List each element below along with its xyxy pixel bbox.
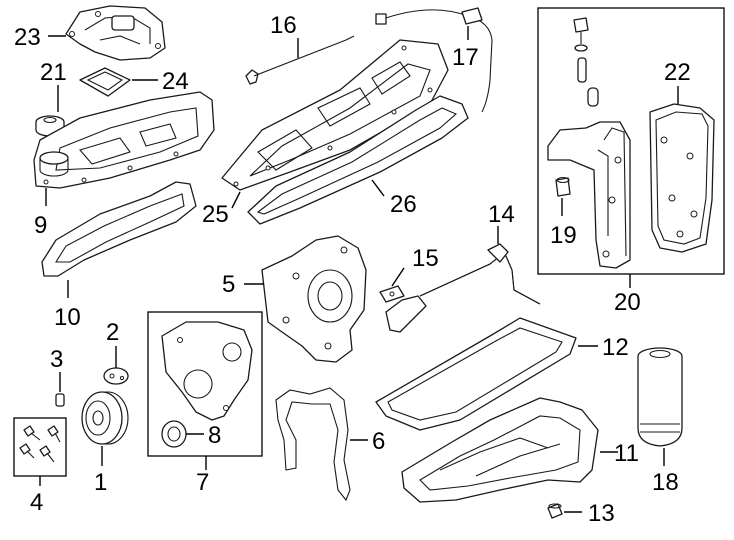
callout-18: 18	[652, 469, 679, 496]
callout-11: 11	[614, 440, 639, 467]
front-cover-gasket	[275, 387, 351, 502]
valve-cover-gasket	[41, 181, 197, 277]
crankshaft-pulley	[81, 391, 129, 445]
callout-15: 15	[412, 245, 439, 272]
callout-7: 7	[196, 469, 209, 496]
crankshaft-seal	[161, 420, 187, 448]
callout-14: 14	[488, 201, 515, 228]
oil-pickup-tube	[385, 243, 541, 333]
callout-8: 8	[208, 422, 221, 449]
callout-25: 25	[202, 201, 229, 228]
callout-21: 21	[40, 59, 67, 86]
callout-13: 13	[588, 500, 615, 527]
callout-20: 20	[614, 289, 641, 316]
oil-pan	[401, 397, 599, 503]
crank-sensor-ring	[103, 367, 129, 385]
valley-cover-gasket	[247, 95, 469, 225]
callout-2: 2	[106, 319, 119, 346]
valley-cover	[221, 39, 449, 191]
dipstick-tube	[375, 7, 493, 113]
callout-6: 6	[372, 428, 385, 455]
leader-15	[391, 267, 405, 287]
callout-24: 24	[162, 68, 189, 95]
callout-16: 16	[270, 12, 297, 39]
callout-1: 1	[94, 469, 107, 496]
callout-26: 26	[390, 191, 417, 218]
vent-gasket	[79, 67, 131, 97]
cooler-box	[537, 7, 725, 275]
callout-19: 19	[550, 222, 577, 249]
valve-cover	[33, 91, 215, 189]
drain-plug	[547, 503, 563, 519]
callout-12: 12	[602, 334, 629, 361]
crankcase-vent-housing	[65, 5, 166, 61]
filter-plug	[555, 176, 571, 197]
pulley-bolts	[19, 425, 61, 463]
leader-26	[371, 179, 385, 197]
callout-9: 9	[34, 212, 47, 239]
callout-10: 10	[54, 304, 81, 331]
pickup-tube-gasket	[379, 285, 405, 303]
callout-4: 4	[30, 489, 43, 516]
leader-25	[231, 191, 241, 209]
dowel-pin	[55, 393, 65, 407]
front-cover	[261, 235, 367, 363]
callout-17: 17	[452, 44, 479, 71]
oil-cooler-assembly	[547, 17, 631, 269]
callout-5: 5	[222, 271, 235, 298]
timing-cover-box	[147, 311, 263, 457]
callout-22: 22	[664, 59, 691, 86]
oil-cooler-gasket	[649, 103, 715, 253]
dipstick	[245, 35, 355, 85]
callout-3: 3	[50, 346, 63, 373]
timing-cover	[161, 321, 253, 421]
oil-pan-gasket	[375, 317, 577, 431]
callout-23: 23	[14, 24, 41, 51]
oil-filter	[637, 347, 683, 447]
